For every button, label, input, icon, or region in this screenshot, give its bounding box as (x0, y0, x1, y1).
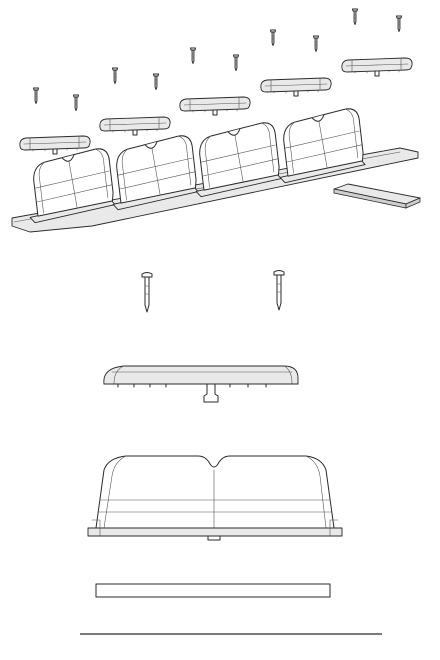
top-cap (19, 135, 91, 155)
screw-icon (270, 29, 276, 46)
screw-detail (141, 270, 285, 313)
screw-icon (33, 87, 39, 104)
screw-icon (313, 35, 319, 52)
screw-icon (73, 94, 79, 111)
screw-icon (273, 270, 285, 311)
screw-icon (153, 73, 159, 90)
screw-row-assembly (33, 8, 402, 111)
housing-assembly (11, 106, 421, 233)
screw-icon (112, 67, 118, 84)
screw-icon (396, 15, 402, 32)
strip-detail (95, 583, 331, 598)
screw-icon (233, 54, 239, 71)
top-cap-detail (103, 365, 299, 403)
screw-icon (190, 47, 196, 64)
top-cap (341, 57, 413, 77)
top-cap (179, 96, 251, 116)
top-cap (99, 116, 171, 136)
screw-icon (141, 272, 153, 313)
top-cap (260, 77, 332, 97)
screw-icon (352, 8, 358, 25)
base-housing-detail (87, 455, 343, 541)
